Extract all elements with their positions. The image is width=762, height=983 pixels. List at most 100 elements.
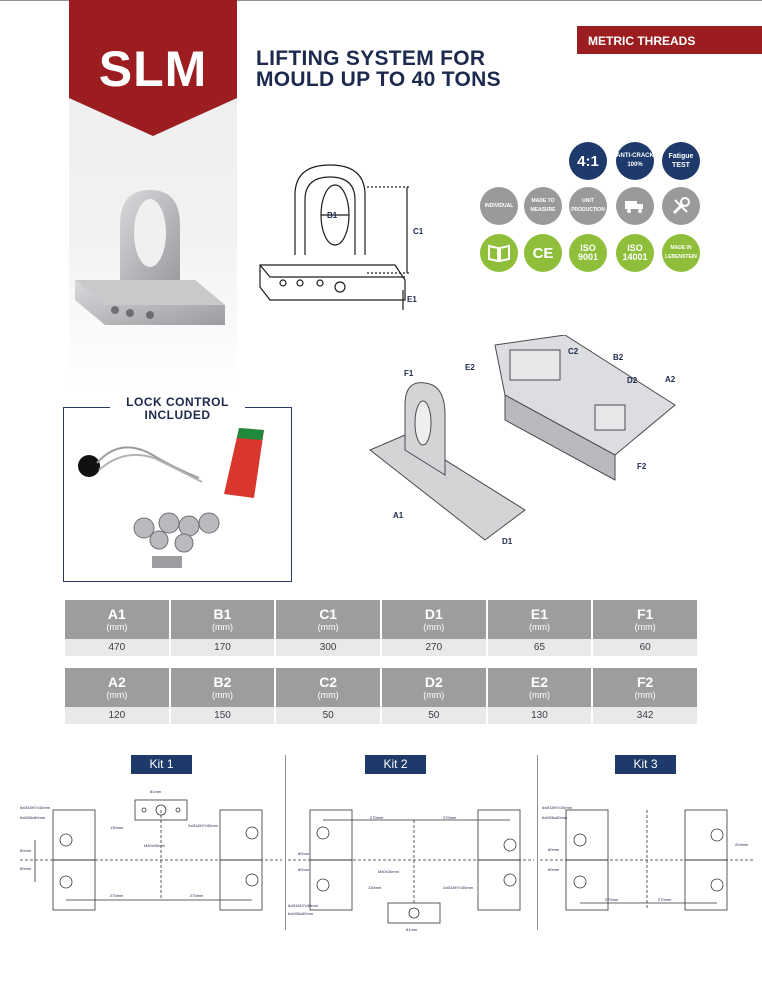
table-header-cell: C2(mm)	[276, 668, 380, 707]
table-cell: 120	[65, 707, 169, 724]
header-label: D1	[424, 605, 443, 622]
dim-label: 80mm	[548, 867, 560, 872]
dim-label: 80mm	[548, 847, 560, 852]
table-header-cell: B1(mm)	[170, 600, 275, 639]
label-d2: D2	[627, 376, 638, 385]
anti-crack-badge: ANTI-CRACK 100%	[616, 142, 654, 180]
product-photo	[75, 185, 225, 340]
top-rule	[0, 0, 762, 1]
iso-14001-top: ISO	[627, 243, 643, 253]
iso-9001-top: ISO	[580, 243, 596, 253]
label-a2: A2	[665, 375, 676, 384]
unit-label: (mm)	[634, 621, 656, 632]
unit-production-label: UNIT PRODUCTION	[571, 198, 605, 213]
dimensions-table-2: A2(mm) B2(mm) C2(mm) D2(mm) E2(mm) F2(mm…	[63, 668, 699, 724]
kit-separator	[285, 755, 286, 930]
unit-label: (mm)	[528, 621, 550, 632]
label-d1: D1	[502, 537, 513, 546]
table-row: 120 150 50 50 130 342	[65, 707, 697, 724]
anti-crack-label: ANTI-CRACK 100%	[616, 153, 654, 168]
unit-production-badge: UNIT PRODUCTION	[569, 187, 607, 225]
dim-label: M40x30mm	[378, 869, 399, 874]
label-a1: A1	[393, 511, 404, 520]
product-drawing-1: B1 C1 E1	[255, 155, 425, 320]
dim-label: 80mm	[20, 866, 32, 871]
unit-label: (mm)	[317, 689, 339, 700]
tools-icon	[662, 187, 700, 225]
label-f2: F2	[637, 462, 647, 471]
unit-label: (mm)	[423, 621, 445, 632]
table-cell: 270	[381, 639, 486, 656]
made-in-badge: MADE IN LEBENSTEIN	[662, 234, 700, 272]
dim-label: 270mm	[110, 893, 124, 898]
table-cell: 342	[593, 707, 697, 724]
individual-label: INDIVIDUAL	[484, 202, 514, 209]
table-header-cell: A2(mm)	[65, 668, 169, 707]
label-b2: B2	[613, 353, 624, 362]
table-header-cell: D1(mm)	[381, 600, 486, 639]
table-header-cell: F1(mm)	[593, 600, 697, 639]
brand-title: SLM	[98, 41, 208, 97]
dim-label: M40x30mm	[144, 843, 165, 848]
dim-label: 270mm	[370, 815, 384, 820]
certification-badges: 4:1 ANTI-CRACK 100% Fatigue TEST INDIVID…	[472, 140, 702, 275]
table-cell: 130	[487, 707, 592, 724]
header-label: F1	[636, 605, 654, 622]
table-header-cell: E2(mm)	[487, 668, 592, 707]
unit-label: (mm)	[106, 621, 128, 632]
iso-9001-label: ISO 9001	[578, 244, 598, 262]
kit-3-diagram: 6xØ18H7x30mm 6xM36x60mm 80mm 80mm 270mm …	[540, 785, 755, 930]
dim-label: 2xØ18H7x30mm	[443, 885, 474, 890]
manual-book-icon	[480, 234, 518, 272]
header-label: E2	[530, 673, 549, 690]
dim-label: 81mm	[406, 927, 418, 932]
label-b1: B1	[327, 211, 338, 220]
made-to-measure-badge: MADE TO MEASURE	[524, 187, 562, 225]
dim-label: 80mm	[298, 851, 310, 856]
iso-14001-label: ISO 14001	[622, 244, 647, 262]
unit-label: (mm)	[211, 621, 233, 632]
lock-control-title-line1: LOCK CONTROL	[126, 395, 229, 409]
unit-label: (mm)	[211, 689, 233, 700]
ratio-badge: 4:1	[569, 142, 607, 180]
iso-9001-badge: ISO 9001	[569, 234, 607, 272]
dim-label: 6xM36x60mm	[288, 911, 314, 916]
label-c2: C2	[568, 347, 579, 356]
lock-control-box	[63, 407, 292, 582]
page-title-line2: MOULD UP TO 40 TONS	[256, 68, 501, 91]
header-label: C2	[319, 673, 338, 690]
table-cell: 150	[170, 707, 275, 724]
kit-2-diagram: 270mm 270mm 80mm 80mm 130mm 81mm 6xØ18H7…	[288, 785, 534, 940]
label-f1: F1	[404, 369, 414, 378]
dim-label: 130mm	[368, 885, 382, 890]
table-header-cell: B2(mm)	[170, 668, 275, 707]
table-cell: 470	[65, 639, 169, 656]
table-header-cell: E1(mm)	[487, 600, 592, 639]
label-e1: E1	[407, 295, 417, 304]
table-cell: 170	[170, 639, 275, 656]
table-cell: 50	[276, 707, 380, 724]
ce-badge: CE	[524, 234, 562, 272]
individual-badge: INDIVIDUAL	[480, 187, 518, 225]
dim-label: 270mm	[605, 897, 619, 902]
header-label: E1	[530, 605, 549, 622]
metric-threads-badge: METRIC THREADS	[577, 26, 762, 54]
table-header-row: A1(mm) B1(mm) C1(mm) D1(mm) E1(mm) F1(mm…	[65, 600, 697, 639]
made-in-label: MADE IN LEBENSTEIN	[665, 245, 697, 260]
dim-label: 80mm	[298, 867, 310, 872]
dim-label: 6xØ18H7x30mm	[288, 903, 319, 908]
unit-label: (mm)	[106, 689, 128, 700]
label-e2: E2	[465, 363, 475, 372]
header-label: C1	[319, 605, 338, 622]
page-title-line1: LIFTING SYSTEM FOR	[256, 47, 486, 70]
kit-1-diagram: 80mm 80mm 130mm 270mm 270mm 81mm 6xØ18H7…	[20, 785, 282, 930]
ratio-badge-label: 4:1	[577, 152, 599, 170]
unit-label: (mm)	[317, 621, 339, 632]
fatigue-test-label: Fatigue TEST	[668, 153, 694, 169]
header-label: A1	[107, 605, 126, 622]
dim-label: 270mm	[443, 815, 457, 820]
table-header-row: A2(mm) B2(mm) C2(mm) D2(mm) E2(mm) F2(mm…	[65, 668, 697, 707]
dim-label: 6xØ18H7x30mm	[542, 805, 573, 810]
kit-3-label: Kit 3	[615, 755, 676, 774]
lock-control-title-line2: INCLUDED	[144, 408, 211, 422]
